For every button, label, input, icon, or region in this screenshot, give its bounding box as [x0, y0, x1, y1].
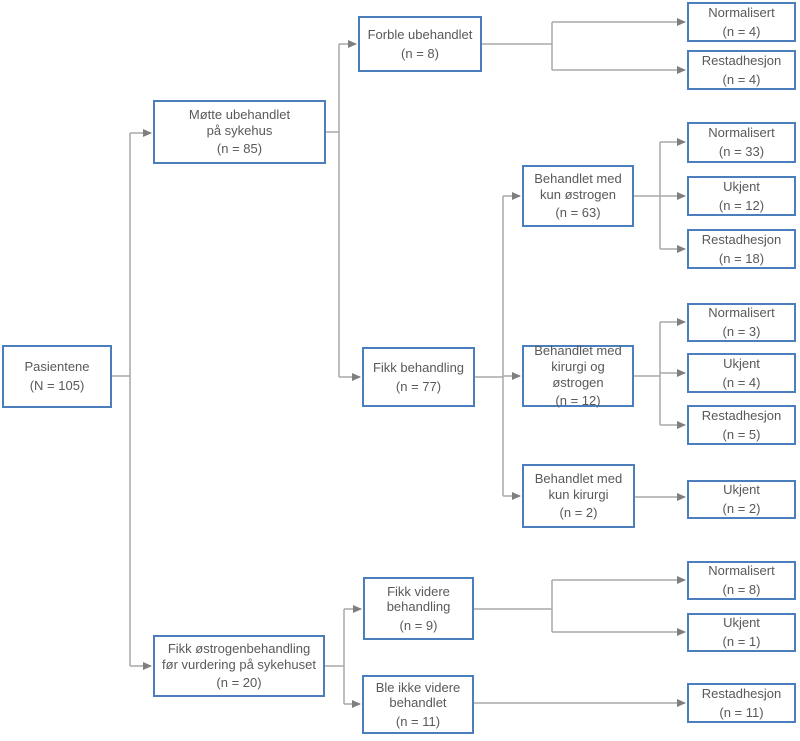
- node-label: Forble ubehandlet: [367, 26, 473, 42]
- node-label: Restadhesjon: [701, 231, 782, 247]
- node-count: (n = 33): [718, 144, 765, 159]
- node-label: Ukjent: [723, 482, 760, 498]
- node-behandlet-kun-kirurgi: Behandlet med kun kirurgi (n = 2): [522, 464, 635, 528]
- node-outcome-restadhesjon-4: Restadhesjon (n = 4): [687, 50, 796, 90]
- node-label: Ukjent: [723, 178, 760, 194]
- node-count: (n = 77): [395, 378, 442, 394]
- node-label: Behandlet med kirurgi og østrogen: [534, 343, 622, 390]
- node-motte-ubehandlet: Møtte ubehandlet på sykehus (n = 85): [153, 100, 326, 164]
- node-label: Normalisert: [708, 4, 775, 20]
- node-outcome-ukjent-2: Ukjent (n = 2): [687, 480, 796, 519]
- node-outcome-restadhesjon-11: Restadhesjon (n = 11): [687, 683, 796, 723]
- node-count: (n = 4): [722, 374, 761, 390]
- node-label: Behandlet med kun østrogen: [534, 171, 622, 202]
- node-count: (n = 85): [216, 141, 263, 157]
- node-outcome-restadhesjon-18: Restadhesjon (n = 18): [687, 229, 796, 269]
- node-count: (n = 3): [722, 324, 761, 339]
- node-outcome-normalisert-33: Normalisert (n = 33): [687, 122, 796, 163]
- node-count: (n = 12): [555, 393, 601, 409]
- node-count: (n = 4): [722, 23, 761, 39]
- node-count: (n = 8): [722, 582, 761, 597]
- node-count: (n = 11): [719, 704, 764, 720]
- node-count: (n = 9): [399, 617, 438, 633]
- node-outcome-ukjent-1: Ukjent (n = 1): [687, 613, 796, 652]
- node-forble-ubehandlet: Forble ubehandlet (n = 8): [358, 16, 482, 72]
- node-label: Pasientene: [24, 359, 90, 375]
- node-outcome-normalisert-8: Normalisert (n = 8): [687, 561, 796, 600]
- node-label: Ukjent: [723, 615, 760, 631]
- node-count: (N = 105): [29, 378, 85, 393]
- node-count: (n = 1): [722, 634, 761, 649]
- node-outcome-restadhesjon-5: Restadhesjon (n = 5): [687, 405, 796, 445]
- node-behandlet-kun-ostrogen: Behandlet med kun østrogen (n = 63): [522, 165, 634, 227]
- node-count: (n = 11): [395, 713, 441, 729]
- node-count: (n = 8): [401, 45, 439, 61]
- node-count: (n = 63): [555, 205, 601, 221]
- node-label: Fikk østrogenbehandling før vurdering på…: [162, 641, 316, 672]
- node-count: (n = 2): [722, 501, 761, 516]
- node-label: Restadhesjon: [701, 407, 782, 423]
- node-behandlet-kirurgi-ostrogen: Behandlet med kirurgi og østrogen (n = 1…: [522, 343, 634, 409]
- node-fikk-ostrogenbehandling: Fikk østrogenbehandling før vurdering på…: [153, 635, 325, 697]
- node-count: (n = 18): [718, 250, 765, 266]
- node-label: Ble ikke videre behandlet: [375, 679, 461, 711]
- node-count: (n = 20): [216, 675, 262, 691]
- node-outcome-normalisert-4: Normalisert (n = 4): [687, 2, 796, 42]
- node-outcome-ukjent-4: Ukjent (n = 4): [687, 353, 796, 393]
- node-outcome-normalisert-3: Normalisert (n = 3): [687, 303, 796, 342]
- node-count: (n = 4): [722, 71, 761, 87]
- node-count: (n = 5): [722, 426, 761, 442]
- node-label: Ukjent: [723, 355, 760, 371]
- node-count: (n = 12): [718, 197, 765, 213]
- node-ble-ikke-videre-behandlet: Ble ikke videre behandlet (n = 11): [362, 675, 474, 734]
- node-label: Normalisert: [708, 305, 775, 321]
- node-outcome-ukjent-12: Ukjent (n = 12): [687, 176, 796, 216]
- node-label: Restadhesjon: [701, 685, 782, 701]
- node-fikk-behandling: Fikk behandling (n = 77): [362, 347, 475, 407]
- node-pasientene: Pasientene (N = 105): [2, 345, 112, 408]
- node-label: Fikk behandling: [372, 359, 465, 375]
- node-label: Normalisert: [708, 563, 775, 579]
- node-label: Fikk videre behandling: [386, 583, 451, 615]
- node-label: Møtte ubehandlet på sykehus: [188, 107, 291, 138]
- node-label: Behandlet med kun kirurgi: [534, 471, 623, 502]
- node-label: Restadhesjon: [701, 52, 782, 68]
- node-count: (n = 2): [559, 505, 598, 521]
- node-fikk-videre-behandling: Fikk videre behandling (n = 9): [363, 577, 474, 640]
- node-label: Normalisert: [708, 125, 775, 141]
